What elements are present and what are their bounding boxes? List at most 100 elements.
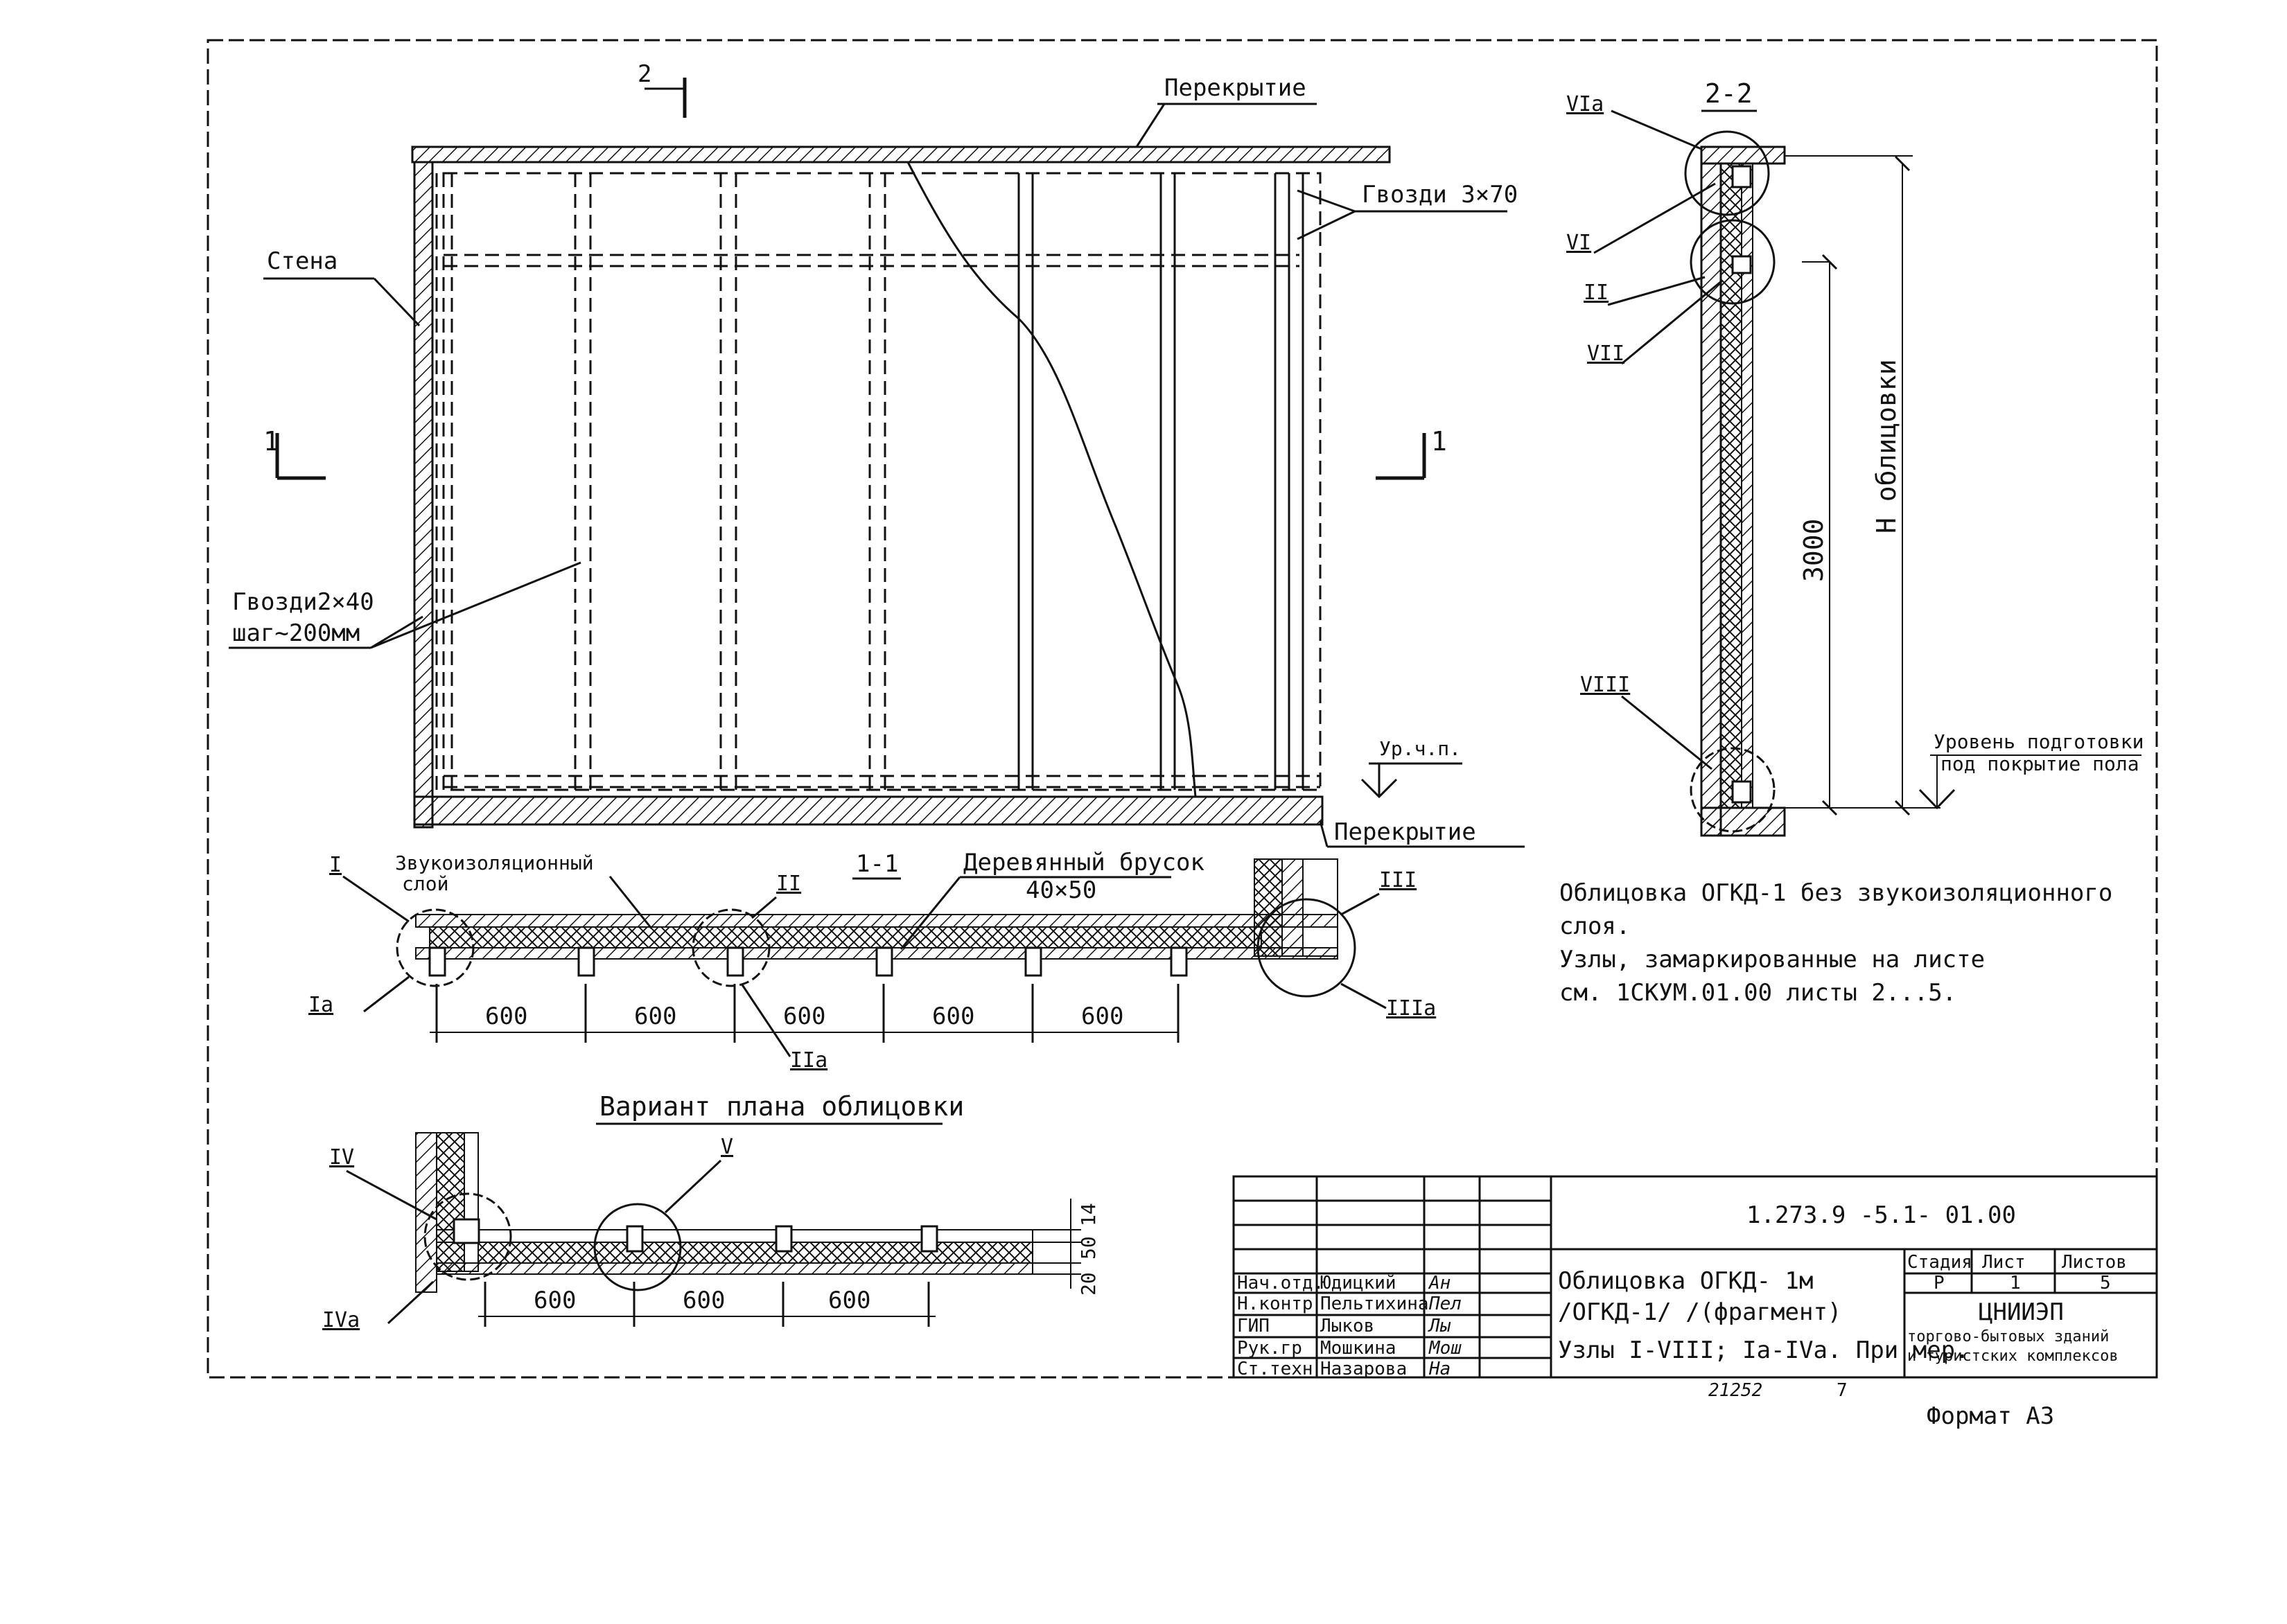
cladding-outline <box>442 172 1322 791</box>
node-circle-V <box>593 1203 682 1291</box>
stage-label: Стадия <box>1907 1252 1972 1273</box>
plan-dimensions: 600 600 600 600 600 <box>430 984 1180 1043</box>
label-sound-layer-2: слой <box>402 872 448 895</box>
label-nails-left-1: Гвозди2×40 <box>232 588 374 616</box>
plan-dim-3: 600 <box>783 1003 825 1030</box>
name-1: Юдицкий <box>1320 1273 1396 1294</box>
node-circle-III <box>1256 898 1356 998</box>
title-line-2: /ОГКД-1/ /(фрагмент) <box>1558 1298 1841 1326</box>
node-circle-VIa <box>1684 130 1770 216</box>
format-label: Формат А3 <box>1927 1402 2054 1430</box>
org-line-2: торгово-бытовых зданий <box>1907 1328 2109 1345</box>
note-block: Облицовка ОГКД-1 без звукоизоляционного … <box>1559 879 2112 1007</box>
title-block <box>1232 1175 2158 1379</box>
node-circle-IV <box>423 1192 512 1281</box>
note-line-2: слоя. <box>1559 912 1630 940</box>
role-3: ГИП <box>1237 1316 1270 1336</box>
variant-title: Вариант плана облицовки <box>599 1091 964 1122</box>
page-number-small: 7 <box>1837 1380 1848 1401</box>
node-label-VII: VII <box>1587 342 1624 366</box>
plan-dim-5: 600 <box>1081 1003 1123 1030</box>
node-label-VIII: VIII <box>1580 673 1630 697</box>
signature-5: На <box>1428 1359 1451 1379</box>
node-label-IIIa: IIIа <box>1386 996 1436 1021</box>
label-prep-level-2: под покрытие пола <box>1940 752 2139 775</box>
label-overlap-top: Перекрытие <box>1164 74 1306 102</box>
label-wall: Стена <box>267 247 338 275</box>
note-line-4: см. 1СКУМ.01.00 листы 2...5. <box>1559 979 1956 1007</box>
node-label-IIa: IIа <box>790 1048 827 1073</box>
dim-h-cladding: Н облицовки <box>1871 359 1902 533</box>
role-2: Н.контр <box>1237 1294 1313 1314</box>
plan-dim-2: 600 <box>634 1003 676 1030</box>
doc-number-small: 21252 <box>1708 1380 1762 1401</box>
plan-dim-4: 600 <box>932 1003 974 1030</box>
section-2-2: 2-2 VIа VI II VII VIII <box>1566 78 2144 837</box>
org-line-3: и туристских комплексов <box>1907 1348 2119 1365</box>
title-line-3: Узлы I-VIII; Iа-IVа. При мер. <box>1558 1336 1970 1364</box>
signature-2: Пел <box>1428 1294 1462 1314</box>
title-line-1: Облицовка ОГКД- 1м <box>1558 1267 1813 1295</box>
node-label-IVa: IVа <box>322 1308 360 1332</box>
label-timber-1: Деревянный брусок <box>963 849 1204 876</box>
variant-plan: Вариант плана облицовки IV IVа V 14 <box>322 1091 1100 1332</box>
break-line <box>906 161 1197 797</box>
node-circle-II-section <box>1690 219 1776 305</box>
label-overlap-bottom: Перекрытие <box>1334 818 1476 846</box>
signature-4: Мош <box>1428 1338 1462 1359</box>
variant-dim-2: 600 <box>683 1287 725 1314</box>
solid-studs <box>1017 173 1304 790</box>
top-slab <box>411 145 1391 164</box>
org-line-1: ЦНИИЭП <box>1979 1298 2064 1326</box>
node-label-III: III <box>1379 868 1417 892</box>
section-mark-22: 2 <box>638 60 651 88</box>
left-wall <box>413 161 434 829</box>
section-22-title: 2-2 <box>1705 78 1753 109</box>
elevation-view: Перекрытие Гвозди 3×70 Стена Гвозди2×40 … <box>229 60 1525 848</box>
node-label-VIa: VIа <box>1566 92 1604 116</box>
note-line-1: Облицовка ОГКД-1 без звукоизоляционного <box>1559 879 2112 907</box>
label-prep-level-1: Уровень подготовки <box>1934 730 2144 753</box>
name-5: Назарова <box>1320 1359 1407 1379</box>
section-11-title: 1-1 <box>856 850 898 878</box>
doc-code: 1.273.9 -5.1- 01.00 <box>1746 1201 2016 1229</box>
node-label-V: V <box>721 1135 733 1159</box>
role-1: Нач.отд. <box>1237 1273 1324 1294</box>
label-sound-layer-1: Звукоизоляционный <box>395 851 594 874</box>
section-mark-right: 1 <box>1431 426 1447 457</box>
label-timber-2: 40×50 <box>1026 876 1096 904</box>
node-label-I: I <box>329 853 342 877</box>
name-4: Мошкина <box>1320 1338 1396 1359</box>
role-5: Ст.техн <box>1237 1359 1313 1379</box>
section-1-1-plan: 1-1 Звукоизоляционный слой Деревянный бр… <box>308 849 1436 1073</box>
node-circle-II <box>692 908 771 987</box>
node-circle-VIII <box>1690 747 1776 833</box>
label-nails-top: Гвозди 3×70 <box>1362 181 1518 209</box>
stage-value: Р <box>1934 1273 1945 1294</box>
sheets-label: Листов <box>2062 1252 2127 1273</box>
node-label-II-section: II <box>1584 281 1609 305</box>
label-nails-left-2: шаг~200мм <box>232 619 360 647</box>
name-2: Пельтихина <box>1320 1294 1429 1314</box>
signature-3: Лы <box>1428 1316 1451 1336</box>
name-3: Лыков <box>1320 1316 1374 1336</box>
label-floor-level: Ур.ч.п. <box>1379 737 1461 760</box>
variant-dim-20: 20 <box>1077 1272 1100 1296</box>
bottom-slab <box>413 795 1324 826</box>
section-mark-left: 1 <box>263 426 279 457</box>
variant-dim-3: 600 <box>828 1287 870 1314</box>
variant-dim-14: 14 <box>1077 1203 1100 1226</box>
role-4: Рук.гр <box>1237 1338 1302 1359</box>
variant-dim-50: 50 <box>1077 1236 1100 1260</box>
sheet-value: 1 <box>2010 1273 2021 1294</box>
signature-1: Ан <box>1428 1273 1451 1294</box>
note-line-3: Узлы, замаркированные на листе <box>1559 946 1985 973</box>
node-label-II: II <box>776 872 801 896</box>
title-block-text: 1.273.9 -5.1- 01.00 Нач.отд. Н.контр ГИП… <box>1237 1201 2127 1379</box>
variant-dim-1: 600 <box>534 1287 576 1314</box>
node-label-VI: VI <box>1566 231 1591 255</box>
node-label-IV: IV <box>329 1145 354 1170</box>
dim-3000: 3000 <box>1798 518 1829 582</box>
sheet-label: Лист <box>1982 1252 2026 1273</box>
